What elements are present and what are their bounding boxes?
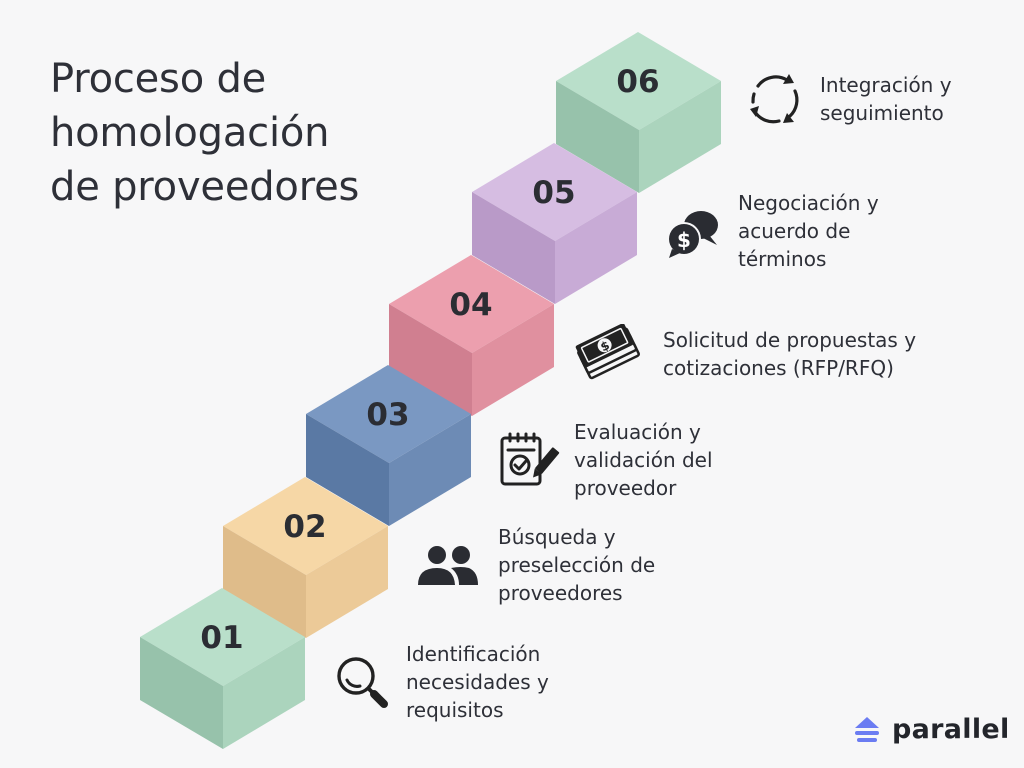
step-05-label-line-1: Negociación y [738,191,879,215]
step-01-label: Identificación necesidades y requisitos [406,640,549,724]
step-03-block: 03 [306,365,471,526]
users-icon [416,544,480,588]
step-02-block: 02 [223,477,388,638]
step-02-left [223,526,306,638]
step-06-right [639,81,721,193]
step-02-top [223,477,388,575]
step-05-top [472,143,637,241]
step-03-right [389,414,471,526]
brand-logo: parallel [852,714,1010,745]
step-05-left [472,192,555,304]
checklist-edit-icon [498,432,560,488]
step-04-left [389,304,472,416]
dollar-chat-icon: $ [665,207,721,259]
step-06-label: Integración y seguimiento [820,71,952,127]
brand-name: parallel [892,714,1010,745]
step-06-number: 06 [616,64,659,100]
step-06-label-line-2: seguimiento [820,101,944,125]
step-02-right [306,526,388,638]
step-06-left [556,81,639,193]
step-06-label-line-1: Integración y [820,73,952,97]
step-04-number: 04 [449,287,492,323]
step-04-label-line-1: Solicitud de propuestas y [663,328,917,352]
step-01-block: 01 [140,588,305,749]
step-01-label-line-3: requisitos [406,698,504,722]
step-04-block: 04 [389,255,554,416]
step-03-left [306,414,389,526]
step-06-top [556,32,721,130]
step-04-label: Solicitud de propuestas y cotizaciones (… [663,326,916,382]
parallel-logo-icon [855,716,879,742]
step-05-label: Negociación y acuerdo de términos [738,189,879,273]
step-01-left [140,637,223,749]
step-05-block: 05 [472,143,637,304]
step-02-number: 02 [283,509,326,545]
step-01-number: 01 [200,620,243,656]
step-05-label-line-2: acuerdo de [738,219,851,243]
svg-text:$: $ [677,228,691,252]
step-01-label-line-2: necesidades y [406,670,549,694]
step-05-right [555,192,637,304]
step-02-label-line-3: proveedores [498,581,623,605]
step-02-label-line-2: preselección de [498,553,656,577]
step-03-label-line-2: validación del [574,448,713,472]
step-01-label-line-1: Identificación [406,642,541,666]
step-03-label-line-3: proveedor [574,476,677,500]
step-03-label-line-1: Evaluación y [574,420,701,444]
step-01-top [140,588,305,686]
step-05-number: 05 [532,175,575,211]
magnifier-icon [334,654,390,710]
cycle-arrows-icon [745,70,803,128]
step-03-number: 03 [366,397,409,433]
title-line-3: de proveedores [50,164,360,210]
step-04-label-line-2: cotizaciones (RFP/RFQ) [663,356,894,380]
step-04-right [472,304,554,416]
step-06-block: 06 [556,32,721,193]
step-02-label-line-1: Búsqueda y [498,525,616,549]
step-03-top [306,365,471,463]
step-03-label: Evaluación y validación del proveedor [574,418,713,502]
title-line-2: homologación [50,110,330,156]
money-stack-icon: $ [575,323,643,380]
step-04-top [389,255,554,353]
step-05-label-line-3: términos [738,247,827,271]
step-01-right [223,637,305,749]
step-02-label: Búsqueda y preselección de proveedores [498,523,655,607]
title-line-1: Proceso de [50,56,267,102]
page-title: Proceso de homologación de proveedores [50,52,359,214]
